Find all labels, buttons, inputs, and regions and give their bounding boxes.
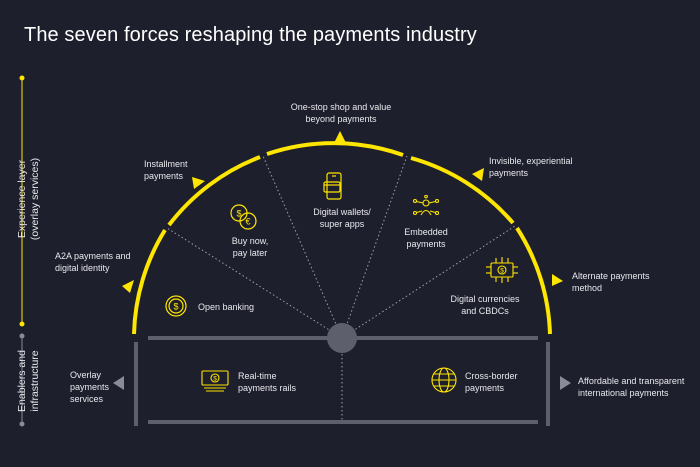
enablers-label-line-1: Enablers and — [16, 350, 28, 412]
pointer-overlay — [113, 376, 124, 390]
pointer-alternate — [552, 274, 563, 286]
svg-text:$: $ — [236, 209, 241, 219]
arc-seg-3 — [266, 141, 404, 157]
svg-text:$: $ — [213, 376, 217, 383]
segment-dividers — [166, 155, 516, 422]
svg-text:$: $ — [500, 268, 504, 275]
arc-seg-1 — [132, 228, 167, 335]
arc-seg-4 — [410, 156, 515, 225]
experience-label-line-1: Experience layer — [16, 159, 28, 239]
arc-seg-5 — [515, 226, 552, 335]
arc-seg-2 — [167, 155, 261, 227]
enablers-label-line-2: infrastructure — [29, 350, 41, 412]
label-wallets: Digital wallets/super apps — [313, 207, 371, 229]
pointer-invisible — [472, 168, 484, 181]
network-person-icon — [412, 195, 440, 216]
pointer-affordable — [560, 376, 571, 390]
coin-icon: $ — [165, 295, 187, 317]
globe-icon — [431, 367, 457, 393]
label-bnpl: Buy now,pay later — [231, 236, 269, 258]
experience-arc — [132, 141, 552, 335]
experience-layer-label: Experience layer (overlay services) — [16, 134, 42, 264]
pointer-one-stop — [334, 131, 346, 143]
currency-exchange-icon: $ € — [230, 204, 257, 230]
side-axis-lower — [19, 333, 25, 427]
svg-text:$: $ — [173, 302, 178, 312]
experience-label-line-2: (overlay services) — [29, 157, 41, 241]
label-open-banking: Open banking — [198, 302, 255, 312]
pointer-a2a — [122, 280, 134, 293]
svg-text:€: € — [245, 217, 250, 227]
center-hub — [327, 323, 357, 353]
page-title: The seven forces reshaping the payments … — [24, 24, 477, 46]
banknote-stack-icon: $ — [201, 370, 229, 392]
enablers-label: Enablers and infrastructure — [16, 336, 42, 426]
side-axis — [19, 75, 25, 327]
infrastructure-pointers — [113, 376, 571, 390]
circuit-banknote-icon: $ — [486, 257, 518, 283]
mobile-wallet-icon — [323, 172, 342, 200]
pointer-installment — [192, 177, 205, 189]
experience-pointers — [122, 131, 563, 293]
